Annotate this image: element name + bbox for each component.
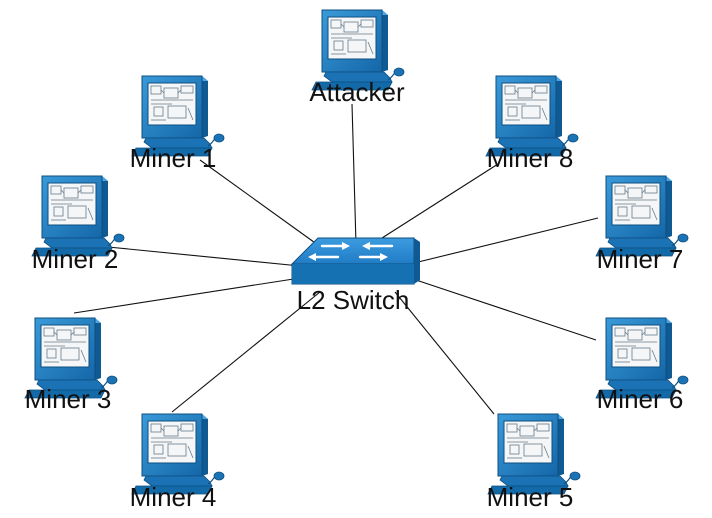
node-label: Miner 7: [597, 244, 684, 274]
node-label: Miner 2: [32, 244, 119, 274]
node-miner-5: Miner 5: [487, 413, 581, 512]
node-attacker: Attacker: [309, 9, 405, 107]
node-miner-4: Miner 4: [130, 413, 225, 512]
node-miner-2: Miner 2: [31, 175, 125, 274]
node-miner-8: Miner 8: [485, 75, 579, 173]
node-label: Miner 5: [487, 482, 574, 512]
switch-label: L2 Switch: [297, 285, 410, 315]
node-miner-7: Miner 7: [595, 175, 689, 274]
link-miner-4: [171, 291, 321, 413]
node-label: Attacker: [309, 77, 405, 107]
l2-switch: L2 Switch: [290, 237, 420, 315]
node-label: Miner 6: [597, 384, 684, 414]
link-attacker: [351, 103, 357, 245]
link-miner-6: [409, 277, 597, 341]
links: [73, 103, 599, 415]
node-miner-1: Miner 1: [130, 75, 225, 173]
node-miner-3: Miner 3: [24, 317, 118, 414]
node-label: Miner 3: [25, 384, 112, 414]
l2-switch-icon: [290, 237, 420, 285]
node-label: Miner 4: [130, 482, 217, 512]
link-miner-2: [107, 246, 301, 267]
link-miner-8: [381, 163, 499, 239]
link-miner-1: [199, 159, 319, 246]
node-label: Miner 8: [487, 143, 574, 173]
node-label: Miner 1: [130, 143, 217, 173]
link-miner-5: [394, 291, 495, 415]
link-miner-7: [409, 217, 599, 265]
node-miner-6: Miner 6: [595, 317, 689, 414]
link-miner-3: [73, 277, 301, 314]
